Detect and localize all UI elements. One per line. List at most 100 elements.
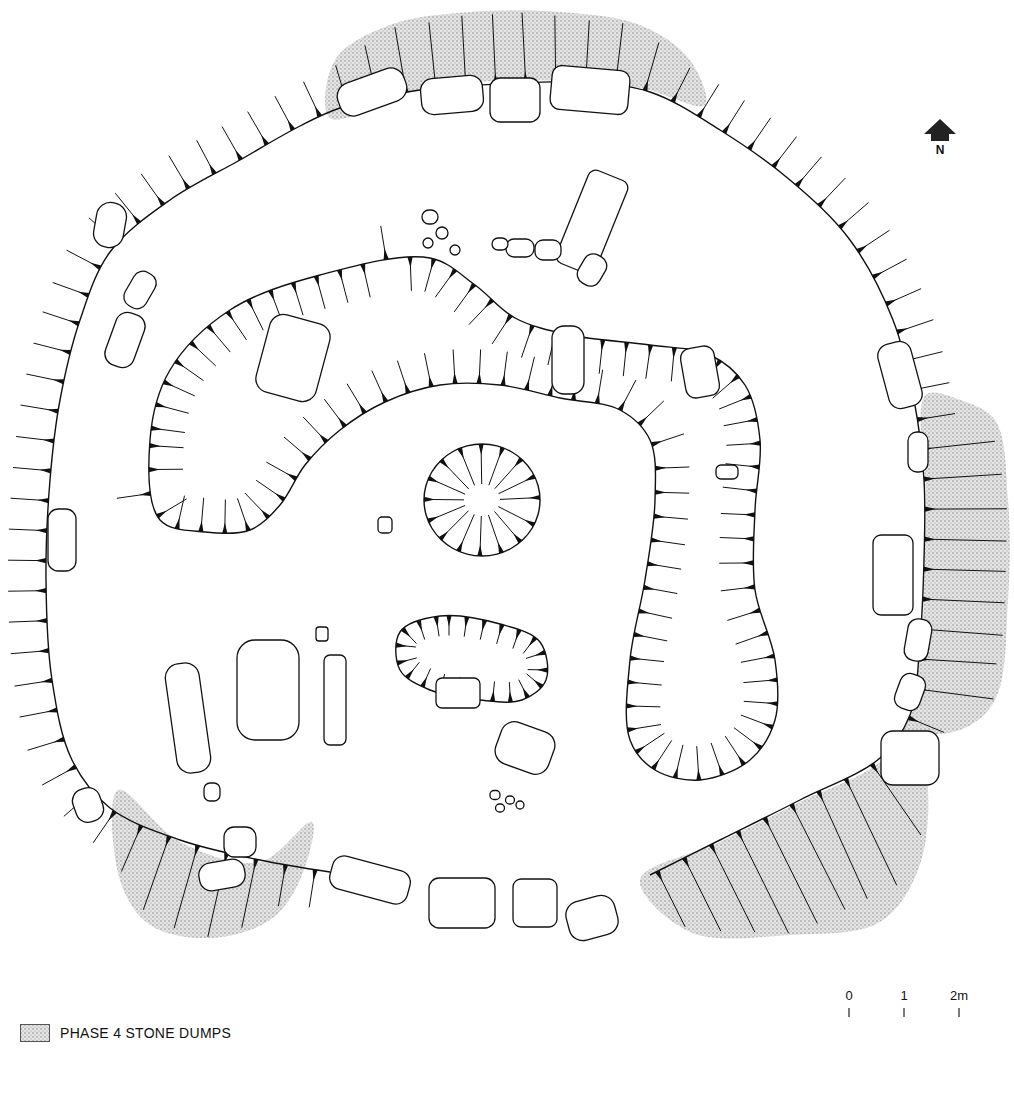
hachure-wedge (337, 269, 342, 280)
hachure-wedge (78, 292, 89, 298)
stone (69, 784, 107, 826)
stone (516, 801, 524, 809)
stone (506, 239, 534, 257)
hachure-tick (924, 474, 1002, 479)
hachure-wedge (843, 778, 850, 789)
stone (101, 309, 148, 371)
hachure-wedge (137, 825, 144, 836)
hachure-tick (925, 539, 1007, 541)
hachure-wedge (626, 703, 637, 708)
stone (429, 878, 495, 928)
hachure-wedge (529, 495, 540, 500)
hachure-wedge (630, 656, 641, 661)
hachure-wedge (132, 214, 141, 224)
hachure-wedge (195, 845, 201, 856)
hachure-wedge (206, 324, 215, 334)
stone (875, 339, 925, 412)
hachure-wedge (254, 859, 259, 870)
hachure-wedge (338, 418, 347, 428)
hachure-wedge (524, 520, 535, 527)
stone (549, 65, 631, 116)
hachure-wedge (485, 298, 494, 308)
hachure-wedge (762, 723, 773, 729)
hachure-wedge (431, 258, 436, 269)
stone (120, 268, 160, 313)
stone (316, 627, 328, 641)
hachure-wedge (302, 452, 312, 461)
hachure-tick (765, 818, 818, 924)
hachure-wedge (405, 382, 411, 393)
hachure-tick (174, 846, 198, 929)
hachure-wedge (742, 560, 753, 565)
hachure-wedge (744, 584, 755, 589)
hachure-wedge (449, 268, 458, 278)
hachure-wedge (405, 669, 414, 679)
stone (908, 432, 928, 472)
hachure-wedge (457, 447, 464, 458)
hachure-wedge (427, 517, 438, 524)
hachure-wedge (838, 220, 848, 229)
hachure-wedge (407, 257, 412, 268)
hachure-wedge (90, 263, 101, 270)
hachure-wedge (429, 376, 434, 387)
hachure-wedge (381, 392, 388, 403)
north-arrow (924, 119, 956, 141)
hachure-wedge (537, 667, 548, 672)
hachure-wedge (36, 528, 47, 533)
hachure-wedge (719, 765, 725, 776)
hachure-tick (711, 844, 755, 932)
hachure-wedge (140, 491, 151, 496)
stone (492, 238, 508, 250)
hachure-wedge (856, 245, 867, 253)
hachure-tick (819, 791, 868, 898)
hachure-wedge (499, 447, 505, 458)
hachure-wedge (816, 790, 823, 801)
hachure-wedge (482, 620, 487, 631)
stone (436, 227, 448, 239)
hachure-wedge (155, 402, 166, 407)
hachure-wedge (268, 289, 274, 300)
hachure-wedge (762, 817, 769, 828)
hachure-wedge (648, 345, 653, 356)
stone (496, 804, 505, 812)
hachure-wedge (696, 769, 701, 780)
stone (324, 655, 346, 745)
stone (552, 326, 584, 394)
stone (224, 827, 256, 857)
hachure-wedge (757, 630, 768, 636)
hachure-wedge (209, 164, 216, 175)
hachure-wedge (795, 177, 804, 187)
hachure-wedge (651, 441, 662, 447)
hachure-wedge (314, 275, 319, 286)
hachure-wedge (752, 741, 762, 750)
hachure-wedge (673, 767, 678, 778)
hachure-wedge (697, 107, 705, 118)
legend-entry: PHASE 4 STONE DUMPS (20, 1024, 231, 1042)
stone (420, 74, 485, 115)
hachure-wedge (198, 521, 203, 532)
hachure-wedge (655, 490, 666, 495)
scale-tick (903, 1008, 904, 1017)
hachure-wedge (709, 843, 716, 854)
hachure-wedge (151, 425, 162, 430)
hachure-wedge (456, 541, 463, 552)
hachure-wedge (174, 359, 184, 367)
hachure-wedge (35, 558, 46, 563)
hachure-wedge (654, 514, 665, 519)
hachure-wedge (183, 179, 191, 190)
stone (490, 791, 500, 800)
stone (197, 857, 247, 893)
stones (48, 64, 939, 944)
hachure-wedge (500, 374, 505, 385)
hachure-wedge (505, 314, 513, 325)
hachure-wedge (41, 678, 52, 683)
hachure-wedge (291, 282, 297, 293)
hachure-wedge (633, 632, 644, 637)
hachure-tick (924, 569, 1006, 571)
hachure-wedge (744, 512, 755, 517)
hachure-tick (921, 441, 995, 449)
hachure-wedge (764, 653, 775, 658)
hachure-wedge (396, 643, 407, 648)
